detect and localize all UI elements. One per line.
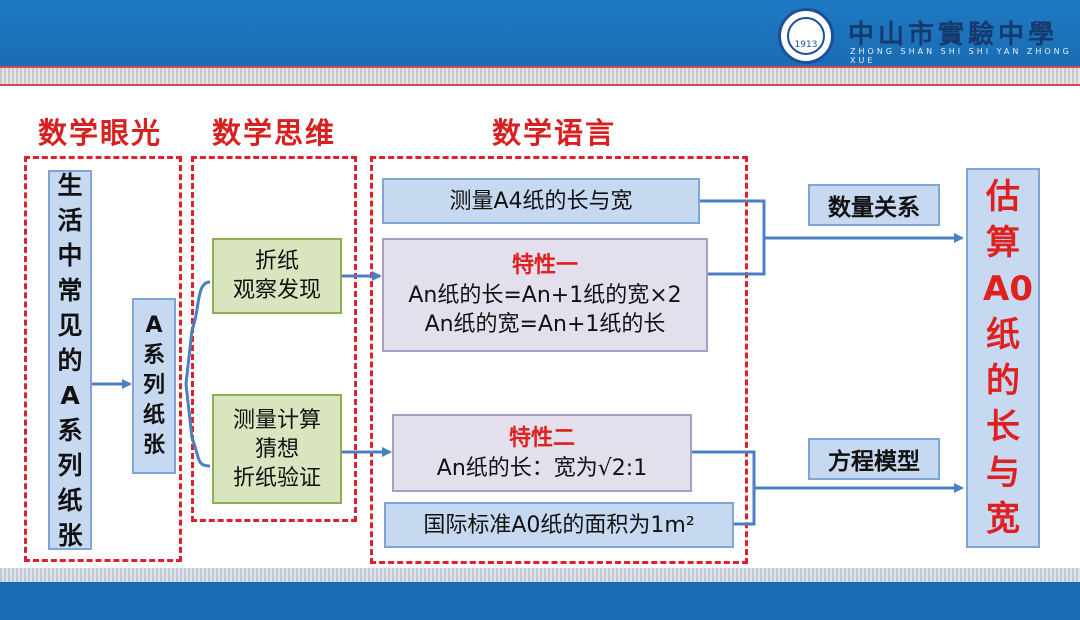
fold-observe-box: 折纸 观察发现 <box>212 238 342 314</box>
a0-area-box: 国际标准A0纸的面积为1m² <box>384 502 734 548</box>
line-feature2-join <box>692 450 756 526</box>
brace-aseries-to-thinking <box>184 280 211 468</box>
daily-paper-box: 生活中常见的A系列纸张 <box>48 170 92 550</box>
measure-guess-box: 测量计算 猜想 折纸验证 <box>212 394 342 504</box>
feature1-line2: An纸的宽=An+1纸的长 <box>424 312 666 337</box>
school-name: 中山市實驗中學 <box>848 20 1059 50</box>
measure-line1: 测量计算 <box>232 407 321 433</box>
feature2-box: 特性二 An纸的长：宽为√2:1 <box>392 414 692 492</box>
measure-a4-text: 测量A4纸的长与宽 <box>449 188 633 214</box>
header-stripe <box>0 66 1080 86</box>
line-a4-join <box>700 199 766 276</box>
quantity-relation-box: 数量关系 <box>808 184 940 226</box>
a-series-text: A系列纸张 <box>142 313 165 458</box>
feature1-line1: An纸的长=An+1纸的宽×2 <box>408 283 682 308</box>
feature2-line1: An纸的长：宽为√2:1 <box>436 455 648 481</box>
footer-stripe <box>0 568 1080 582</box>
language-group-frame <box>370 156 748 564</box>
heading-math-language: 数学语言 <box>492 116 617 150</box>
school-logo-seal: 1913 <box>778 8 834 64</box>
quantity-relation-label: 数量关系 <box>828 195 920 221</box>
vision-group-frame <box>24 156 182 562</box>
fold-observe-line1: 折纸 <box>254 249 299 274</box>
feature2-title: 特性二 <box>508 425 575 451</box>
heading-math-vision: 数学眼光 <box>38 116 163 150</box>
a0-area-text: 国际标准A0纸的面积为1m² <box>423 512 695 538</box>
measure-line2: 猜想 <box>254 436 299 462</box>
footer-band <box>0 582 1080 620</box>
header-band <box>0 0 1080 66</box>
result-text: 估算A0纸的长与宽 <box>983 177 1033 539</box>
seal-text: 1913 <box>787 17 825 55</box>
feature1-box: 特性一 An纸的长=An+1纸的宽×2 An纸的宽=An+1纸的长 <box>382 238 708 352</box>
measure-a4-box: 测量A4纸的长与宽 <box>382 178 700 224</box>
equation-model-box: 方程模型 <box>808 438 940 480</box>
feature1-title: 特性一 <box>511 253 578 278</box>
heading-math-thinking: 数学思维 <box>212 116 337 150</box>
measure-line3: 折纸验证 <box>232 465 321 491</box>
equation-model-label: 方程模型 <box>828 449 920 475</box>
fold-observe-line2: 观察发现 <box>232 278 321 303</box>
school-pinyin: ZHONG SHAN SHI SHI YAN ZHONG XUE <box>850 47 1072 65</box>
a-series-box: A系列纸张 <box>132 298 176 474</box>
daily-paper-text: 生活中常见的A系列纸张 <box>57 170 83 550</box>
result-box: 估算A0纸的长与宽 <box>966 168 1040 548</box>
